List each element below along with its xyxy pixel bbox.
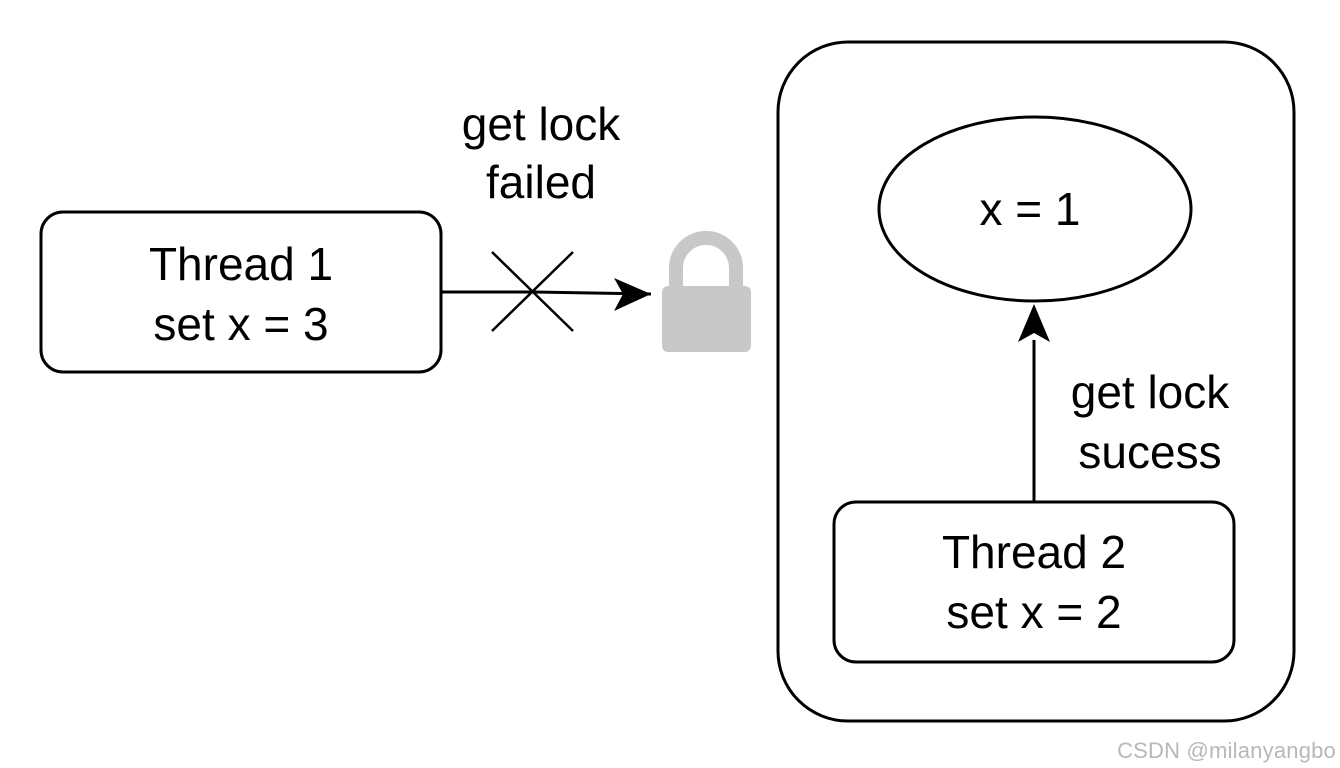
failed-arrow [441, 290, 652, 296]
success-arrowhead [1018, 304, 1050, 342]
variable-ellipse [877, 115, 1193, 303]
lock-shackle [669, 231, 743, 288]
failed-label-line1: get lock [462, 98, 622, 150]
lock-icon [662, 231, 751, 352]
thread1-title: Thread 1 [149, 238, 333, 290]
success-label-line1: get lock [1071, 366, 1231, 418]
success-label-line2: sucess [1078, 426, 1221, 478]
thread2-node: Thread 2 set x = 2 [832, 500, 1236, 664]
thread1-node: Thread 1 set x = 3 [39, 210, 443, 374]
variable-value: x = 1 [979, 183, 1080, 235]
thread2-box [832, 500, 1236, 664]
thread2-title: Thread 2 [942, 526, 1126, 578]
thread1-action: set x = 3 [153, 298, 328, 350]
failure-cross-icon [491, 251, 574, 332]
thread2-action: set x = 2 [946, 586, 1121, 638]
variable-node: x = 1 [877, 115, 1193, 303]
failed-arrowhead [614, 278, 651, 311]
lock-body [662, 286, 751, 352]
failed-label-line2: failed [486, 156, 596, 208]
watermark: CSDN @milanyangbo [1117, 738, 1336, 763]
